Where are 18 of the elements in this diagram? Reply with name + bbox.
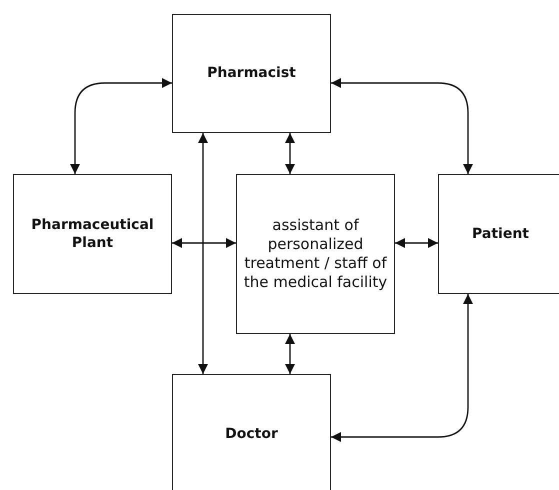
process-box <box>236 174 395 334</box>
process-box <box>172 14 331 133</box>
arrow <box>285 133 295 174</box>
process-box <box>172 374 331 490</box>
arrow <box>395 238 438 248</box>
arrow <box>285 334 295 374</box>
node-label: assistant of personalized treatment / staff of the medical facility <box>243 216 388 292</box>
process-box <box>13 174 172 294</box>
arrow <box>331 78 473 174</box>
node-label: Pharmacist <box>207 64 296 83</box>
arrow <box>331 294 473 442</box>
arrow <box>172 238 236 248</box>
node-label: Doctor <box>225 424 278 444</box>
node-label: Pharmaceutical Plant <box>30 216 155 252</box>
arrow <box>198 133 208 374</box>
arrow <box>70 78 172 174</box>
node-label: Patient <box>472 224 529 244</box>
process-box <box>438 174 559 294</box>
